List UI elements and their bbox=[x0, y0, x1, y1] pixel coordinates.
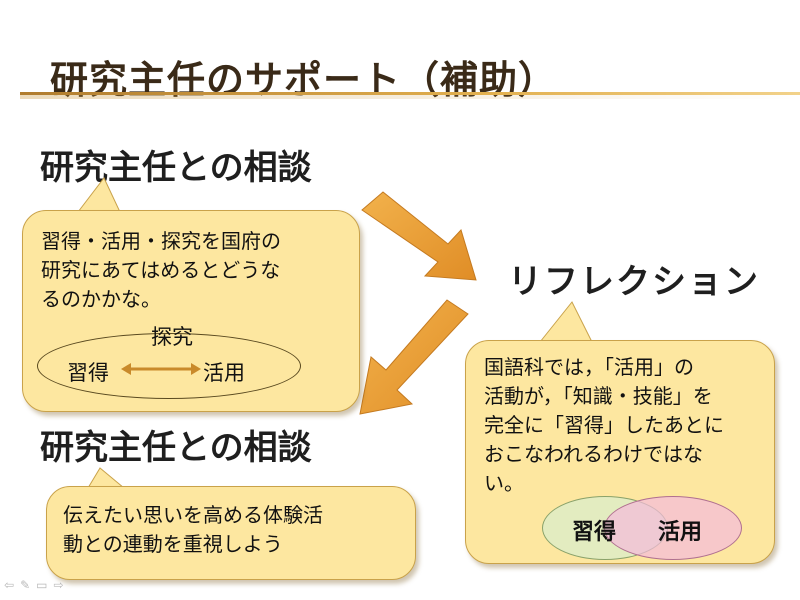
bubble-bottom-line: 動との連動を重視しよう bbox=[63, 532, 283, 556]
bubble-right-line: い。 bbox=[484, 471, 524, 495]
speech-bubble-top: 習得・活用・探究を国府の 研究にあてはめるとどうな るのかかな。 探究 習得 活… bbox=[22, 210, 360, 412]
bubble-top-tail bbox=[76, 177, 121, 213]
speech-bubble-bottom: 伝えたい思いを高める体験活 動との連動を重視しよう bbox=[46, 486, 416, 580]
pen-icon[interactable]: ✎ bbox=[20, 578, 31, 592]
bubble-right-line: 完全に「習得」したあとに bbox=[484, 413, 724, 437]
bubble-right-line: おこなわれるわけではな bbox=[484, 442, 703, 466]
venn-label-apply: 活用 bbox=[658, 520, 703, 545]
bubble-top-line: 習得・活用・探究を国府の bbox=[41, 229, 281, 253]
heading-consultation-top: 研究主任との相談 bbox=[40, 148, 312, 188]
title-underline bbox=[20, 92, 800, 99]
double-arrow-icon bbox=[121, 363, 201, 375]
venn-label-acquire: 習得 bbox=[572, 520, 617, 545]
diagram-label-inquiry: 探究 bbox=[151, 325, 193, 349]
bubble-right-text: 国語科では，「活用」の 活動が，「知識・技能」を 完全に「習得」したあとに おこ… bbox=[484, 353, 724, 498]
bubble-bottom-tail bbox=[87, 467, 126, 489]
cycle-ellipse bbox=[37, 333, 301, 399]
venn-circle-apply bbox=[604, 496, 742, 560]
bubble-right-line: 国語科では，「活用」の bbox=[484, 355, 694, 379]
slide-nav: ⇦ ✎ ▭ ⇨ bbox=[4, 578, 64, 592]
diagram-label-acquire: 習得 bbox=[67, 361, 109, 385]
next-icon[interactable]: ⇨ bbox=[53, 578, 64, 592]
prev-icon[interactable]: ⇦ bbox=[4, 578, 15, 592]
diagram-label-apply: 活用 bbox=[203, 361, 245, 385]
bubble-right-line: 活動が，「知識・技能」を bbox=[484, 384, 713, 408]
bubble-bottom-text: 伝えたい思いを高める体験活 動との連動を重視しよう bbox=[63, 501, 323, 559]
bubble-top-line: るのかかな。 bbox=[41, 287, 161, 311]
bubble-bottom-line: 伝えたい思いを高める体験活 bbox=[63, 503, 323, 527]
arrow-from-reflection bbox=[359, 299, 469, 415]
heading-consultation-bottom: 研究主任との相談 bbox=[40, 428, 312, 468]
arrow-to-reflection bbox=[361, 191, 477, 281]
reflection-label: リフレクション bbox=[508, 262, 760, 302]
menu-icon[interactable]: ▭ bbox=[36, 578, 48, 592]
bubble-top-line: 研究にあてはめるとどうな bbox=[41, 258, 281, 282]
bubble-right-tail bbox=[538, 301, 593, 343]
bubble-top-text: 習得・活用・探究を国府の 研究にあてはめるとどうな るのかかな。 bbox=[41, 227, 281, 314]
